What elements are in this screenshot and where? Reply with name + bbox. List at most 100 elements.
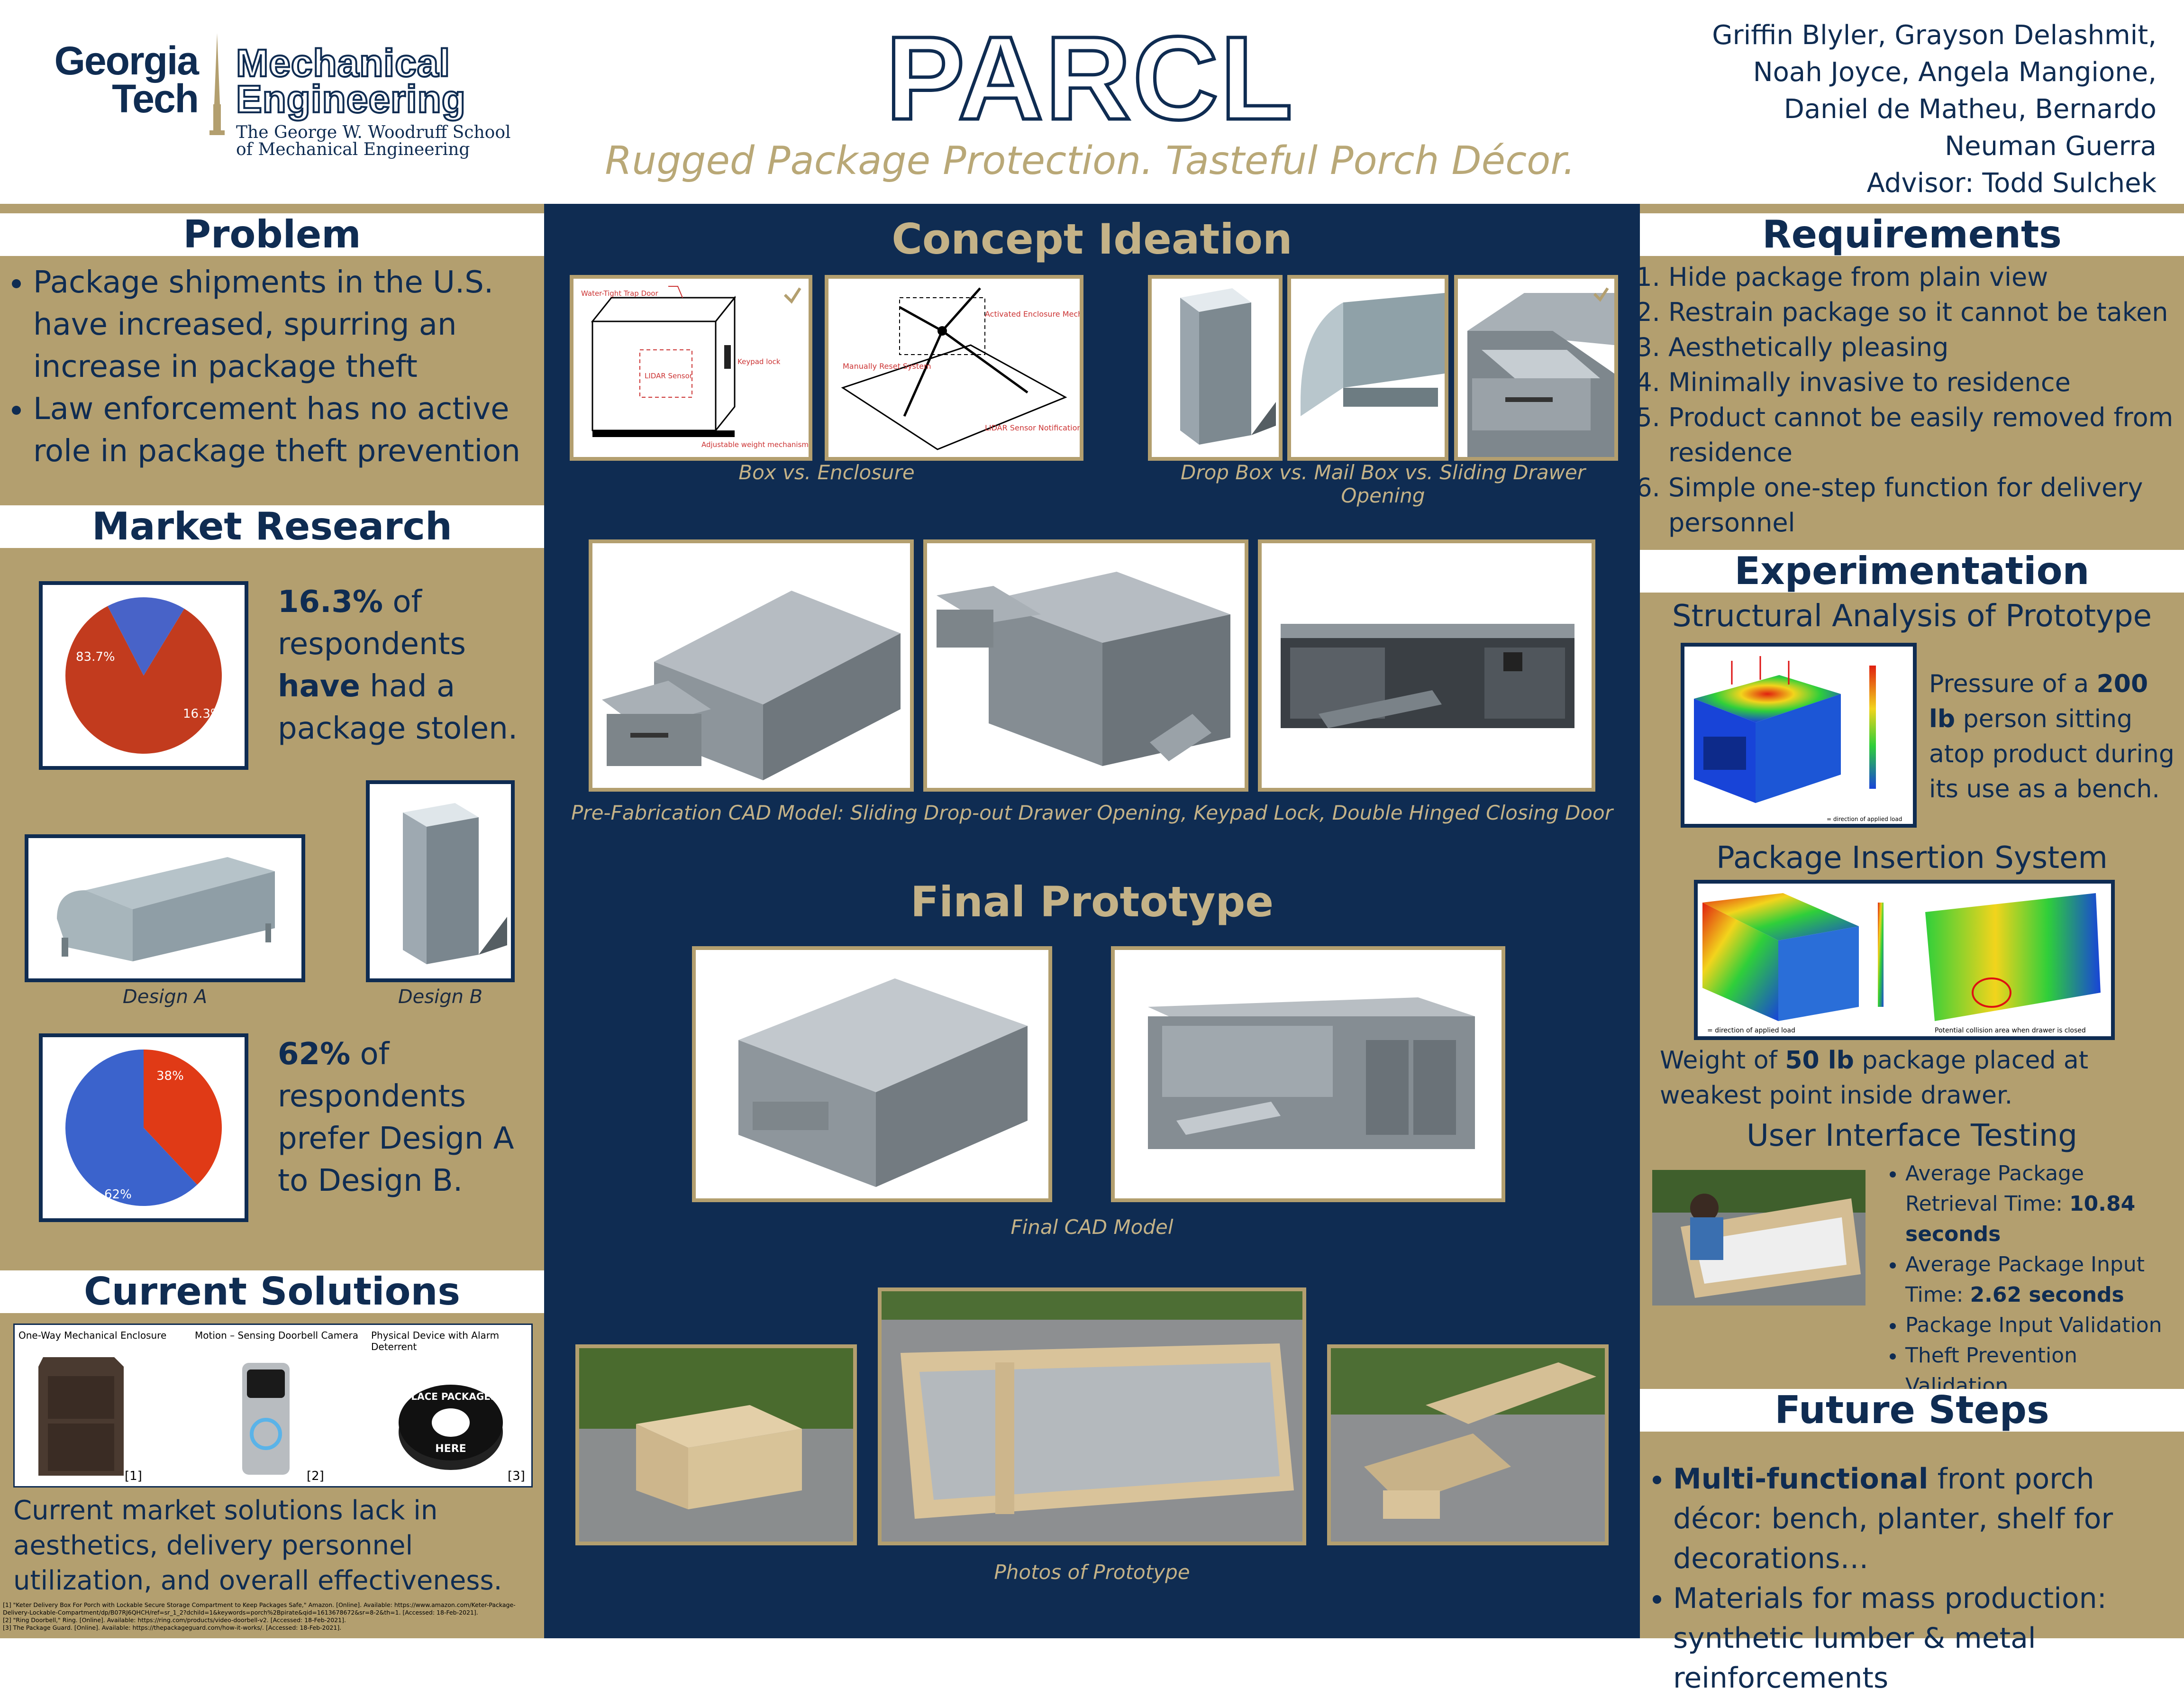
problem-bullet: Package shipments in the U.S. have incre… — [33, 262, 544, 388]
future-bullet: Materials for mass production: synthetic… — [1673, 1579, 2175, 1698]
current-solutions-image: One-Way Mechanical Enclosure Motion – Se… — [13, 1324, 533, 1488]
poster-title: PARCL — [884, 12, 1295, 144]
doorbell-camera-icon — [242, 1363, 290, 1475]
concept-heading: Concept Ideation — [892, 215, 1292, 264]
sketch-label: Adjustable weight mechanism — [701, 440, 809, 449]
ui-testing-subheading: User Interface Testing — [1746, 1118, 2078, 1153]
cad-render-icon — [1148, 997, 1475, 1149]
author-line: Daniel de Matheu, Bernardo — [1784, 94, 2157, 125]
design-b-image — [366, 780, 515, 982]
fea-bench-image: = direction of applied load — [1681, 643, 1917, 828]
pie-chart-stolen-frame: 83.7% 16.3% — [39, 581, 248, 770]
final-cad-caption: Final CAD Model — [1010, 1215, 1174, 1239]
dropbox-render-icon — [403, 803, 507, 964]
problem-bullet: Law enforcement has no active role in pa… — [33, 388, 544, 473]
pie-chart-preference-frame: 38% 62% — [39, 1033, 248, 1222]
future-bullet: Multi-functional front porch décor: benc… — [1673, 1459, 2175, 1579]
fea-heatmap-icon: = direction of applied load — [1694, 656, 1902, 822]
author-line: Noah Joyce, Angela Mangione, — [1753, 57, 2157, 88]
weight-text: Weight of 50 lb package placed at weakes… — [1660, 1046, 2089, 1110]
cad-render-icon — [738, 978, 1028, 1187]
pie-slice-stolen — [108, 597, 184, 676]
future-heading: Future Steps — [1640, 1389, 2184, 1432]
pie-label: 62% — [104, 1187, 132, 1202]
fea-drawer-image: = direction of applied load Potential co… — [1694, 880, 2115, 1040]
pie-slice-design-a — [65, 1050, 197, 1206]
photos-caption: Photos of Prototype — [994, 1561, 1190, 1584]
cad-render-icon — [602, 591, 901, 780]
fea-legend: = direction of applied load — [1707, 1027, 1795, 1034]
pie-label: 16.3% — [183, 707, 222, 721]
requirement-item: Aesthetically pleasing — [1668, 330, 2175, 365]
mailbox-render-icon — [1301, 293, 1445, 416]
solution-label: Physical Device with Alarm Deterrent — [371, 1330, 500, 1352]
pressure-text: Pressure of a 200 lb person sitting atop… — [1929, 670, 2175, 803]
testing-photo-icon — [1652, 1170, 1866, 1298]
pie-slice-not-stolen — [65, 606, 222, 754]
cad-drawer-open-image — [589, 539, 914, 792]
logo-school-text: The George W. Woodruff School of Mechani… — [236, 123, 511, 159]
pie-label: 38% — [156, 1069, 184, 1083]
sketch-enclosure-image: Activated Enclosure Mechanism Manually R… — [825, 275, 1083, 461]
requirement-item: Restrain package so it cannot be taken — [1668, 295, 2175, 330]
sketch-label: LIDAR Sensor Notification System — [985, 423, 1080, 432]
market-heading: Market Research — [0, 505, 544, 548]
author-line: Neuman Guerra — [1945, 131, 2157, 162]
insertion-subheading: Package Insertion System — [1716, 840, 2108, 876]
current-summary: Current market solutions lack in aesthet… — [13, 1495, 502, 1596]
solution-ref: [2] — [307, 1469, 324, 1483]
reference-item: [3] The Package Guard. [Online]. Availab… — [3, 1624, 342, 1631]
sketch-label: Water-Tight Trap Door — [581, 289, 658, 298]
pie-slice-design-b — [144, 1050, 222, 1185]
problem-heading: Problem — [0, 213, 544, 256]
cad-front-image — [1258, 539, 1595, 792]
ui-testing-list: Average Package Retrieval Time: 10.84 se… — [1872, 1159, 2180, 1401]
sketch-label: Keypad lock — [737, 357, 781, 366]
enclosure-sketch-icon: Activated Enclosure Mechanism Manually R… — [841, 287, 1080, 450]
requirement-item: Minimally invasive to residence — [1668, 365, 2175, 400]
final-cad-open-image — [1111, 946, 1505, 1202]
authors-block: Griffin Blyler, Grayson Delashmit, Noah … — [1588, 17, 2157, 202]
logo-me-text: Mechanical Engineering — [235, 42, 466, 121]
device-text: PLACE PACKAGES — [404, 1391, 498, 1402]
mailbox-render-icon — [57, 857, 275, 961]
final-cad-closed-image — [692, 946, 1052, 1202]
fea-heatmap-icon: = direction of applied load Potential co… — [1702, 893, 2101, 1034]
experimentation-heading: Experimentation — [1640, 550, 2184, 593]
ui-result-item: Average Package Retrieval Time: 10.84 se… — [1905, 1159, 2180, 1250]
concept-caption-2: Drop Box vs. Mail Box vs. Sliding Drawer… — [1180, 461, 1586, 507]
author-line: Griffin Blyler, Grayson Delashmit, — [1712, 20, 2157, 51]
advisor-line: Advisor: Todd Sulchek — [1866, 168, 2157, 199]
photo-closed-image — [575, 1344, 857, 1545]
cad-drawer-side-image — [923, 539, 1248, 792]
fea-legend: = direction of applied load — [1827, 816, 1902, 822]
pie-label: 83.7% — [76, 650, 115, 664]
sketch-label: Manually Reset System — [843, 362, 931, 371]
ui-result-item: Package Input Validation — [1905, 1310, 2180, 1341]
pie-chart-preference: 38% 62% — [65, 1050, 222, 1206]
photo-open-top-image — [878, 1287, 1306, 1545]
structural-subheading: Structural Analysis of Prototype — [1672, 599, 2152, 634]
header: Georgia Tech Mechanical Engineering The … — [0, 0, 2184, 204]
prototype-photo-icon — [882, 1291, 1302, 1542]
solution-ref: [1] — [125, 1469, 142, 1483]
references: [1] "Keter Delivery Box For Porch with L… — [3, 1601, 538, 1632]
sketch-box-image: Water-Tight Trap Door Keypad lock LIDAR … — [570, 275, 812, 461]
pie-chart-stolen: 83.7% 16.3% — [65, 597, 222, 754]
dropbox-render-icon — [1180, 288, 1276, 445]
sketch-label: Activated Enclosure Mechanism — [985, 310, 1080, 319]
logo-spire-icon — [209, 33, 225, 135]
sketch-label: LIDAR Sensor — [645, 372, 693, 380]
current-heading: Current Solutions — [0, 1270, 544, 1313]
final-heading: Final Prototype — [910, 877, 1274, 926]
delivery-box-icon — [38, 1357, 124, 1476]
ui-testing-photo — [1652, 1170, 1866, 1305]
reference-item: [1] "Keter Delivery Box For Porch with L… — [3, 1601, 516, 1616]
stat-preference: 62% of respondents prefer Design A to De… — [278, 1037, 514, 1198]
fea-legend: Potential collision area when drawer is … — [1935, 1027, 2086, 1034]
design-a-image — [25, 834, 305, 982]
requirement-item: Hide package from plain view — [1668, 260, 2175, 295]
cad-render-icon — [937, 572, 1230, 766]
concept-caption-1: Box vs. Enclosure — [738, 461, 915, 484]
logo-gt-text: Georgia Tech — [54, 38, 199, 121]
